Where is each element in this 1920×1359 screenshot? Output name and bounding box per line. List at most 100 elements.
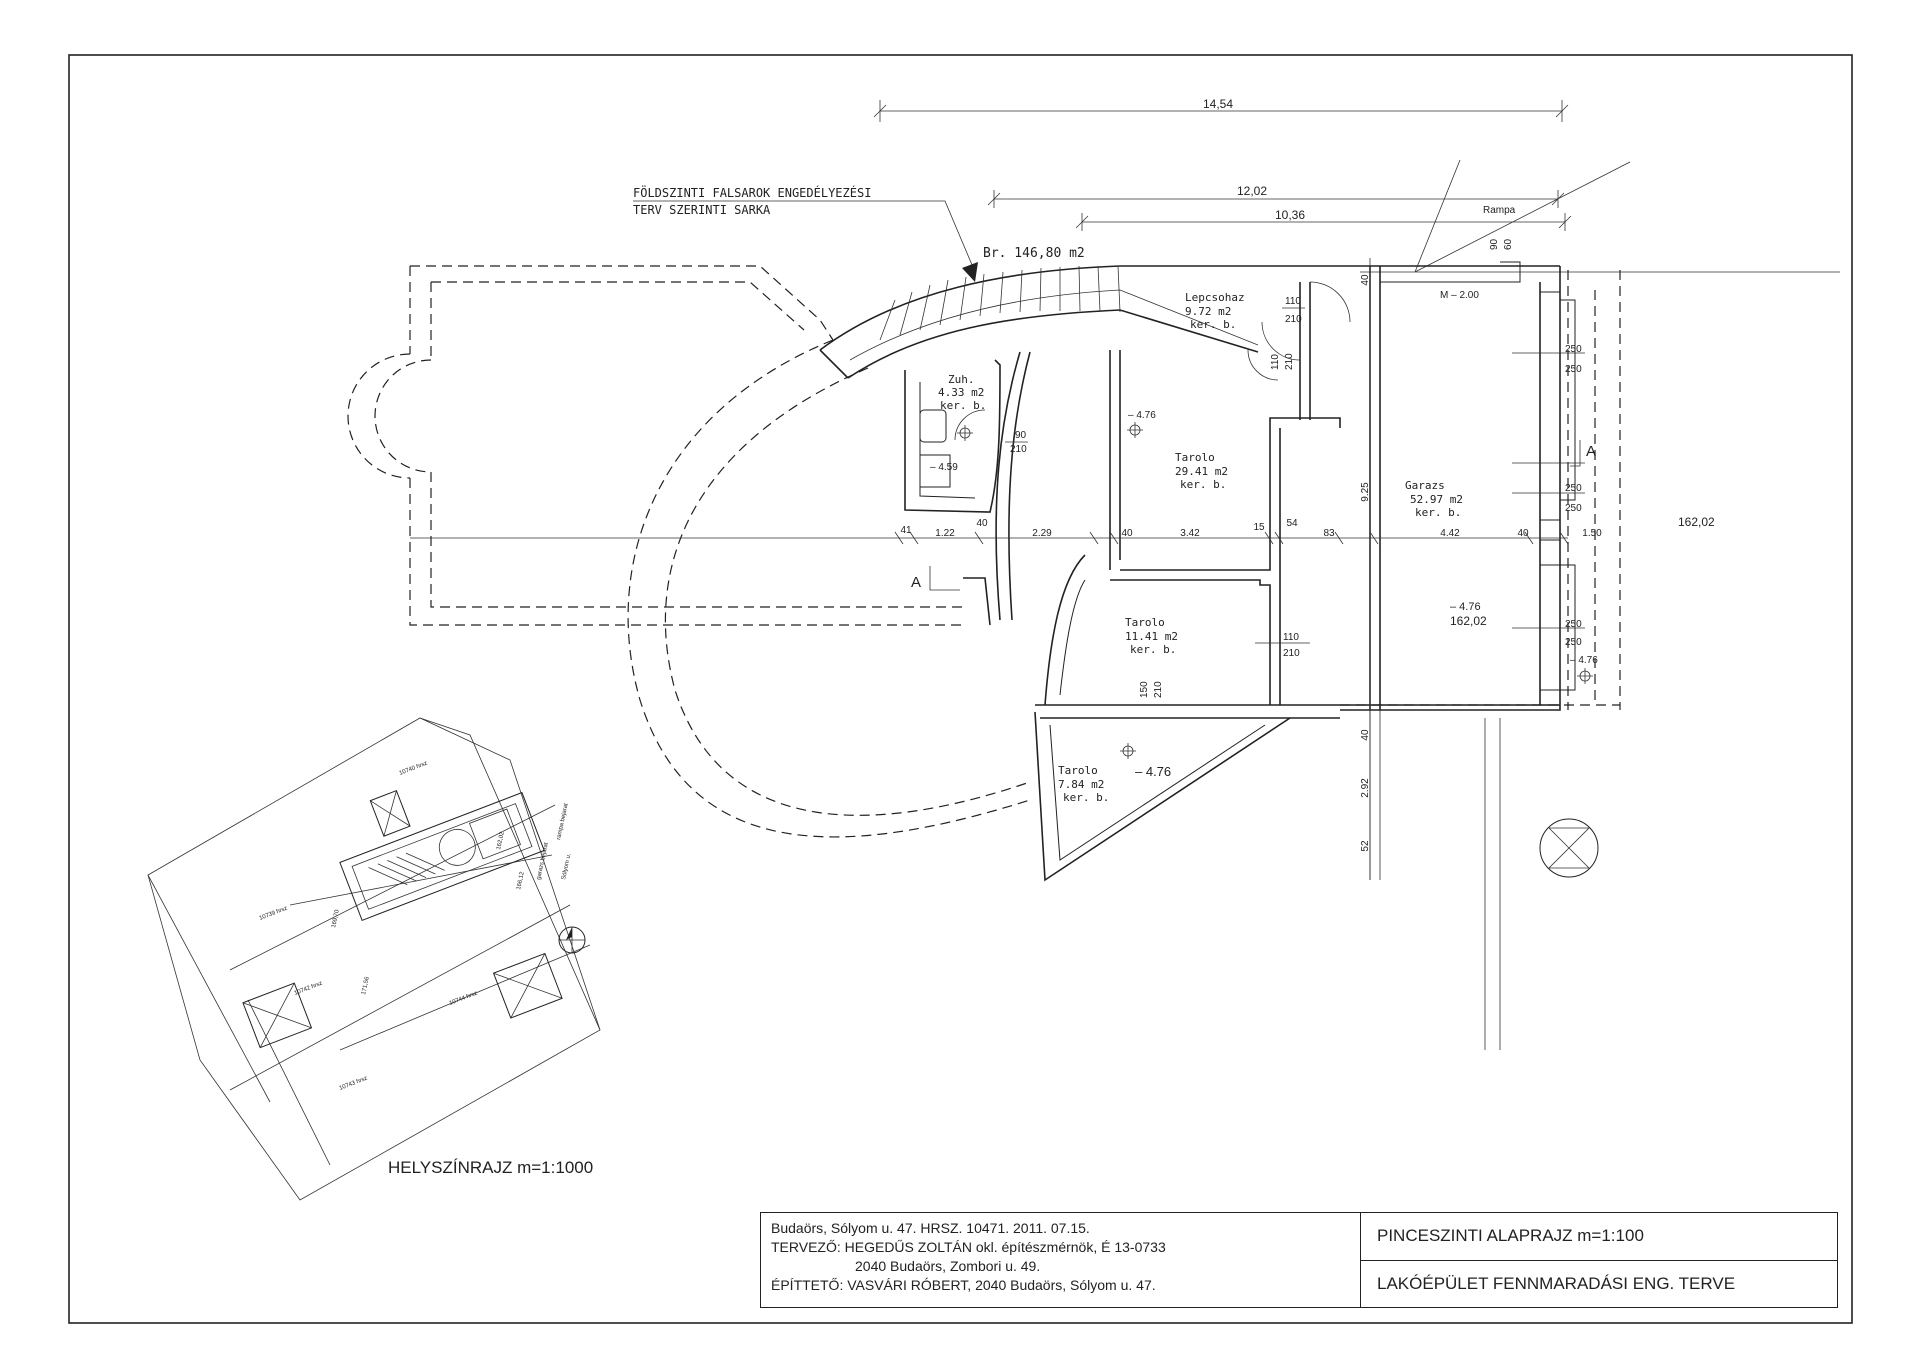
svg-text:ker. b.: ker. b. (1130, 643, 1176, 656)
room-storage-large: Tarolo 29.41 m2 ker. b. (1175, 451, 1228, 491)
svg-text:29.41 m2: 29.41 m2 (1175, 465, 1228, 478)
svg-text:171,56: 171,56 (361, 976, 371, 996)
svg-text:11.41 m2: 11.41 m2 (1125, 630, 1178, 643)
svg-text:Garazs: Garazs (1405, 479, 1445, 492)
note-leader (633, 200, 976, 273)
svg-text:166,12: 166,12 (516, 871, 526, 891)
svg-text:7.84 m2: 7.84 m2 (1058, 778, 1104, 791)
svg-text:210: 210 (1285, 314, 1302, 325)
site-plan-title: HELYSZÍNRAJZ m=1:1000 (388, 1158, 594, 1177)
site-plan: 10740 hrsz 10739 hrsz 10742 hrsz 10744 h… (147, 717, 601, 1201)
svg-text:40: 40 (1360, 274, 1371, 286)
svg-text:54: 54 (1286, 518, 1298, 529)
svg-text:4.42: 4.42 (1440, 528, 1460, 539)
svg-text:250: 250 (1565, 503, 1582, 514)
svg-text:Sólyom u.: Sólyom u. (561, 853, 572, 881)
svg-text:– 4.76: – 4.76 (1570, 655, 1598, 666)
corner-note-line2: TERV SZERINTI SARKA (633, 203, 771, 217)
svg-text:ker. b.: ker. b. (1415, 506, 1461, 519)
svg-text:2.29: 2.29 (1032, 528, 1052, 539)
svg-text:41: 41 (900, 525, 912, 536)
svg-text:250: 250 (1565, 637, 1582, 648)
svg-text:rampa bejarat: rampa bejarat (556, 803, 570, 841)
level-marks: M – 2.00 – 4.76 – 4.59 – 4.76 – 4.76 – 4… (930, 290, 1715, 779)
svg-text:ker. b.: ker. b. (1063, 791, 1109, 804)
level-crosshair-icons (957, 422, 1593, 759)
top-dimension-chains: 14,54 12,02 10,36 (873, 97, 1572, 231)
client-line: ÉPÍTTETŐ: VASVÁRI RÓBERT, 2040 Budaörs, … (771, 1277, 1156, 1293)
svg-text:110: 110 (1283, 632, 1299, 643)
svg-text:4.33 m2: 4.33 m2 (938, 386, 984, 399)
svg-text:– 4.59: – 4.59 (930, 462, 958, 473)
svg-text:250: 250 (1565, 364, 1582, 375)
project-name: LAKÓÉPÜLET FENNMARADÁSI ENG. TERVE (1377, 1273, 1736, 1293)
svg-text:9.72 m2: 9.72 m2 (1185, 305, 1231, 318)
title-block: Budaörs, Sólyom u. 47. HRSZ. 10471. 2011… (760, 1212, 1838, 1308)
svg-text:210: 210 (1283, 648, 1300, 659)
svg-text:Zuh.: Zuh. (948, 373, 975, 386)
ground-floor-dashed-outline (347, 265, 1621, 838)
room-shower: Zuh. 4.33 m2 ker. b. (938, 373, 986, 412)
svg-text:– 4.76: – 4.76 (1128, 410, 1156, 421)
svg-text:60: 60 (1503, 238, 1514, 250)
section-marks: A A (911, 440, 1596, 591)
site-north-icon (558, 926, 586, 954)
north-arrow-icon (1539, 818, 1599, 878)
svg-text:162,02: 162,02 (496, 831, 506, 851)
main-dimension-labels: 41 1.22 40 2.29 40 3.42 15 54 83 4.42 40… (900, 518, 1602, 539)
svg-text:3.42: 3.42 (1180, 528, 1200, 539)
room-storage-small: Tarolo 7.84 m2 ker. b. (1058, 764, 1109, 804)
note-arrow (962, 262, 978, 282)
svg-text:10739 hrsz: 10739 hrsz (259, 906, 289, 922)
svg-text:210: 210 (1010, 444, 1027, 455)
svg-text:110: 110 (1270, 354, 1281, 370)
svg-text:10743 hrsz: 10743 hrsz (339, 1076, 369, 1092)
vertical-dimension-labels: 40 9.25 40 2.92 52 (1360, 258, 1371, 880)
svg-text:40: 40 (1121, 528, 1133, 539)
svg-text:ker. b.: ker. b. (1180, 478, 1226, 491)
svg-text:169,70: 169,70 (331, 909, 341, 929)
svg-text:250: 250 (1565, 483, 1582, 494)
svg-text:83: 83 (1323, 528, 1335, 539)
opening-dimension-labels: 110 210 110 210 90 210 110 210 150 210 9… (1005, 238, 1585, 698)
project-address-date: Budaörs, Sólyom u. 47. HRSZ. 10471. 2011… (771, 1220, 1090, 1236)
svg-text:210: 210 (1284, 353, 1295, 370)
title-block-info: Budaörs, Sólyom u. 47. HRSZ. 10471. 2011… (761, 1213, 1361, 1307)
title-block-names: PINCESZINTI ALAPRAJZ m=1:100 LAKÓÉPÜLET … (1361, 1213, 1837, 1307)
sheet-border (68, 54, 1853, 1324)
svg-text:40: 40 (1517, 528, 1529, 539)
svg-text:ker. b.: ker. b. (1190, 318, 1236, 331)
svg-text:9.25: 9.25 (1360, 482, 1371, 502)
basement-walls (410, 261, 1576, 1050)
dim-total-width: 14,54 (1203, 97, 1233, 111)
svg-text:– 4.76: – 4.76 (1450, 601, 1481, 613)
svg-text:40: 40 (1360, 729, 1371, 741)
elevation-right: 162,02 (1678, 515, 1715, 529)
svg-text:90: 90 (1489, 238, 1500, 250)
svg-text:1.22: 1.22 (935, 528, 955, 539)
svg-text:ker. b.: ker. b. (940, 399, 986, 412)
svg-text:A: A (911, 574, 921, 591)
svg-text:Tarolo: Tarolo (1175, 451, 1215, 464)
svg-text:Tarolo: Tarolo (1125, 616, 1165, 629)
svg-text:150: 150 (1139, 681, 1150, 698)
svg-text:2.92: 2.92 (1360, 778, 1371, 798)
svg-text:M – 2.00: M – 2.00 (1440, 290, 1479, 301)
room-stairhouse: Lepcsohaz 9.72 m2 ker. b. (1185, 291, 1245, 331)
designer-address: 2040 Budaörs, Zombori u. 49. (855, 1258, 1041, 1274)
room-labels: Lepcsohaz 9.72 m2 ker. b. Zuh. 4.33 m2 k… (938, 291, 1463, 804)
elevation-garage: 162,02 (1450, 614, 1487, 628)
corner-note-line1: FÖLDSZINTI FALSAROK ENGEDÉLYEZÉSI (633, 184, 871, 200)
svg-text:10740 hrsz: 10740 hrsz (399, 761, 429, 777)
svg-text:Lepcsohaz: Lepcsohaz (1185, 291, 1245, 304)
svg-text:10742 hrsz: 10742 hrsz (294, 981, 324, 997)
dim-width-3: 10,36 (1275, 208, 1305, 222)
svg-text:15: 15 (1253, 522, 1265, 533)
room-storage-medium: Tarolo 11.41 m2 ker. b. (1125, 616, 1178, 656)
svg-text:52: 52 (1360, 840, 1371, 852)
svg-text:– 4.76: – 4.76 (1135, 764, 1171, 779)
gross-area: Br. 146,80 m2 (983, 246, 1085, 261)
axis-ticks (894, 531, 1569, 545)
